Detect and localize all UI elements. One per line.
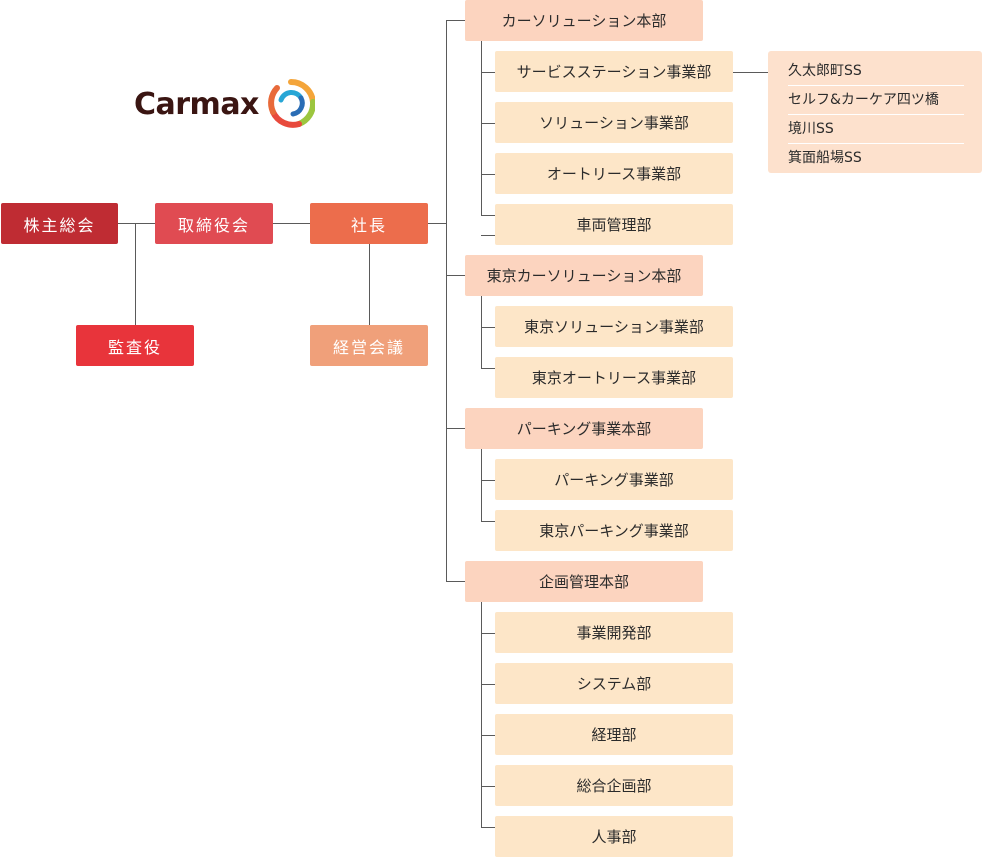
connector-line bbox=[481, 72, 495, 73]
connector-line bbox=[481, 41, 482, 215]
connector-line bbox=[273, 223, 310, 224]
connector-line bbox=[446, 428, 465, 429]
department-box: 東京パーキング事業部 bbox=[495, 510, 733, 551]
connector-line bbox=[118, 223, 155, 224]
connector-line bbox=[481, 684, 495, 685]
department-box: オートリース事業部 bbox=[495, 153, 733, 194]
service-station-item: 久太郎町SS bbox=[788, 57, 964, 86]
connector-line bbox=[481, 296, 482, 368]
division-box: 企画管理本部 bbox=[465, 561, 703, 602]
connector-line bbox=[446, 20, 465, 21]
division-box: カーソリューション本部 bbox=[465, 0, 703, 41]
connector-line bbox=[481, 521, 495, 522]
connector-line bbox=[446, 275, 465, 276]
logo-ring-icon bbox=[268, 78, 315, 128]
connector-line bbox=[446, 20, 447, 582]
shareholders-meeting-box: 株主総会 bbox=[1, 203, 118, 244]
auditor-box: 監査役 bbox=[76, 325, 194, 366]
connector-line bbox=[481, 786, 495, 787]
connector-line bbox=[481, 215, 495, 216]
department-box: 東京ソリューション事業部 bbox=[495, 306, 733, 347]
carmax-logo: Carmax bbox=[134, 78, 315, 130]
department-box: パーキング事業部 bbox=[495, 459, 733, 500]
service-station-item: 境川SS bbox=[788, 115, 964, 144]
connector-line bbox=[481, 174, 495, 175]
service-station-list: 久太郎町SS セルフ&カーケア四ツ橋 境川SS 箕面船場SS bbox=[768, 51, 982, 173]
connector-line bbox=[428, 223, 447, 224]
connector-line bbox=[481, 368, 495, 369]
board-of-directors-box: 取締役会 bbox=[155, 203, 273, 244]
connector-line bbox=[481, 602, 482, 827]
department-box: 車両管理部 bbox=[495, 204, 733, 245]
connector-line bbox=[481, 480, 495, 481]
connector-line bbox=[135, 223, 136, 325]
connector-line bbox=[481, 235, 495, 236]
department-box: 総合企画部 bbox=[495, 765, 733, 806]
connector-line bbox=[733, 72, 768, 73]
department-box: サービスステーション事業部 bbox=[495, 51, 733, 92]
connector-line bbox=[481, 123, 495, 124]
connector-line bbox=[481, 827, 495, 828]
connector-line bbox=[446, 581, 465, 582]
division-box: パーキング事業本部 bbox=[465, 408, 703, 449]
service-station-item: セルフ&カーケア四ツ橋 bbox=[788, 86, 964, 115]
connector-line bbox=[369, 244, 370, 325]
department-box: 人事部 bbox=[495, 816, 733, 857]
connector-line bbox=[481, 327, 495, 328]
president-box: 社長 bbox=[310, 203, 428, 244]
division-box: 東京カーソリューション本部 bbox=[465, 255, 703, 296]
department-box: 経理部 bbox=[495, 714, 733, 755]
connector-line bbox=[481, 449, 482, 521]
connector-line bbox=[481, 735, 495, 736]
service-station-item: 箕面船場SS bbox=[788, 150, 862, 166]
logo-wordmark: Carmax bbox=[134, 86, 259, 122]
department-box: 事業開発部 bbox=[495, 612, 733, 653]
management-meeting-box: 経営会議 bbox=[310, 325, 428, 366]
department-box: システム部 bbox=[495, 663, 733, 704]
department-box: ソリューション事業部 bbox=[495, 102, 733, 143]
connector-line bbox=[481, 633, 495, 634]
department-box: 東京オートリース事業部 bbox=[495, 357, 733, 398]
